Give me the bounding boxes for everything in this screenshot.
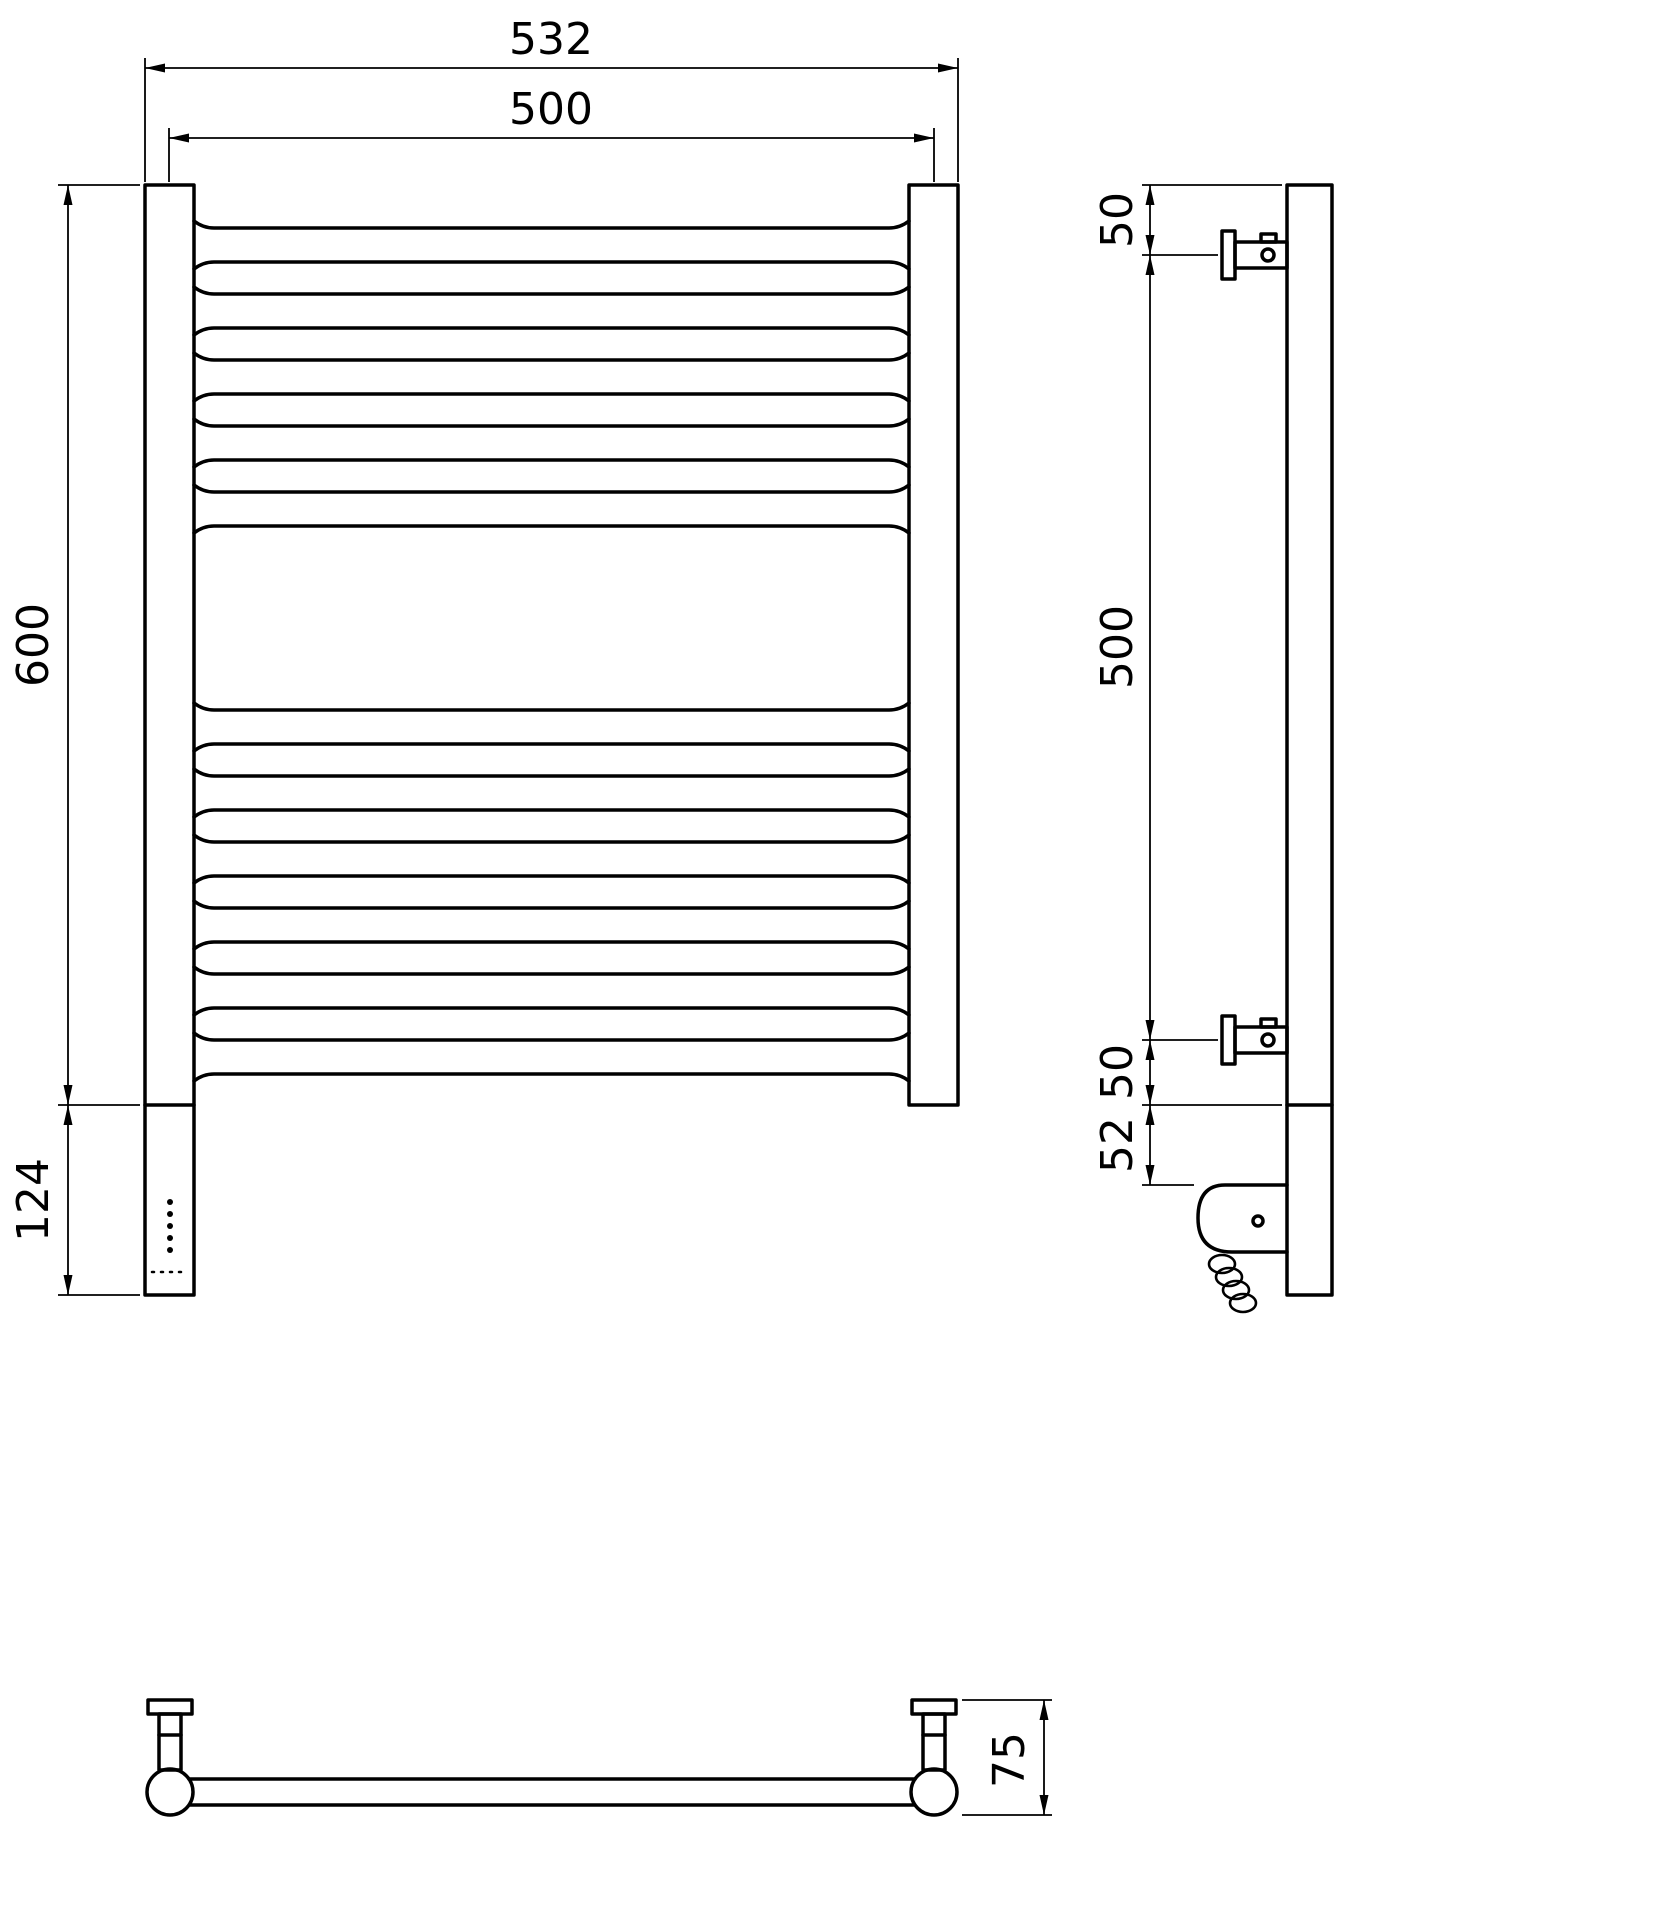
unit-height-label: 124 bbox=[8, 1158, 59, 1242]
power-cord-coil bbox=[1207, 1253, 1258, 1314]
left-post-section bbox=[145, 1767, 195, 1817]
side-view bbox=[1196, 183, 1334, 1314]
power-unit-housing bbox=[1196, 1183, 1289, 1254]
rungs-top-group bbox=[192, 219, 911, 535]
top-bracket-offset-label: 50 bbox=[1092, 192, 1143, 248]
wall-bracket-top bbox=[1220, 229, 1289, 281]
bracket-distance-label: 500 bbox=[1092, 605, 1143, 689]
dim-height: 600 bbox=[8, 184, 140, 1106]
rungs-bottom-group bbox=[192, 701, 911, 1083]
wall-bracket-bottom bbox=[1220, 1014, 1289, 1066]
top-view-right-bracket bbox=[910, 1698, 958, 1772]
overall-width-label: 532 bbox=[509, 14, 593, 65]
depth-label: 75 bbox=[984, 1732, 1035, 1788]
cable-gland bbox=[1251, 1214, 1265, 1228]
center-width-label: 500 bbox=[509, 84, 593, 135]
left-post bbox=[143, 183, 196, 1297]
right-post-section bbox=[909, 1767, 959, 1817]
dim-overall-width: 532 bbox=[144, 14, 959, 182]
dim-center-width: 500 bbox=[168, 84, 935, 182]
front-view bbox=[143, 183, 960, 1297]
dim-side-chain: 50 500 50 52 bbox=[1092, 184, 1282, 1186]
dim-unit-height: 124 bbox=[8, 1105, 140, 1296]
height-label: 600 bbox=[8, 603, 59, 687]
right-post bbox=[907, 183, 960, 1107]
dim-depth: 75 bbox=[962, 1699, 1052, 1816]
side-post-profile bbox=[1285, 183, 1334, 1297]
top-view bbox=[145, 1698, 959, 1817]
unit-offset-label: 52 bbox=[1092, 1117, 1143, 1173]
heater-led-indicators bbox=[167, 1199, 173, 1253]
top-view-left-bracket bbox=[146, 1698, 194, 1772]
bottom-bracket-offset-label: 50 bbox=[1092, 1044, 1143, 1100]
